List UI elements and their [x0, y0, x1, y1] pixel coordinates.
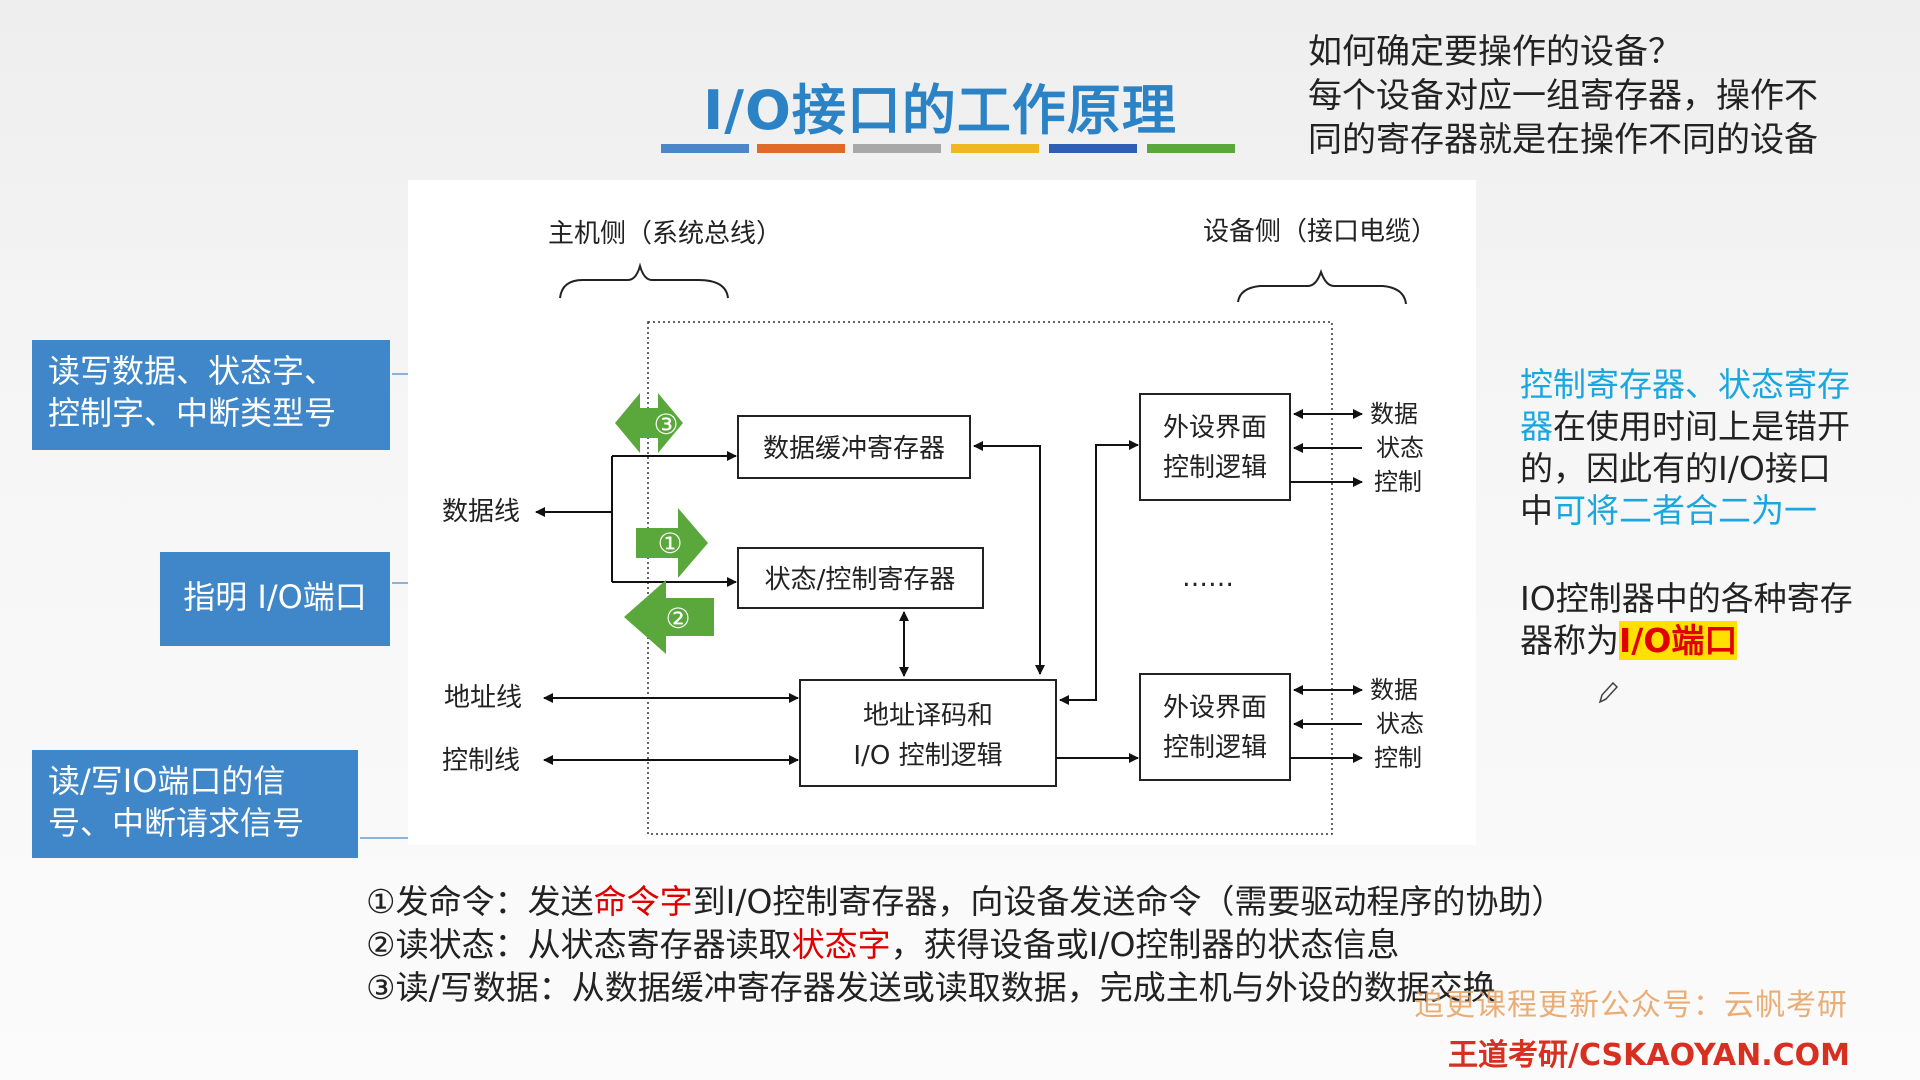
address-decoder-box: [799, 679, 1057, 787]
step-2-a: ②读状态：从状态寄存器读取: [366, 925, 792, 964]
control-line-label: 控制线: [442, 746, 520, 776]
step-2-b: ，获得设备或I/O控制器的状态信息: [890, 925, 1400, 964]
step-2-left-arrow: ②: [624, 580, 714, 654]
step-1-b: 到I/O控制寄存器，向设备发送命令（需要驱动程序的协助）: [692, 882, 1565, 921]
p1-status-label: 状态: [1376, 434, 1424, 462]
callout-control-line-1: 读/写IO端口的信: [48, 762, 286, 800]
interface-boundary: [647, 321, 1333, 835]
ellipsis: ……: [1182, 563, 1234, 593]
decoder-to-peripheral-1: [1059, 440, 1139, 705]
peripheral-logic-2-label-2: 控制逻辑: [1163, 733, 1267, 763]
p2-control-label: 控制: [1374, 744, 1422, 772]
question-text: 如何确定要操作的设备？ 每个设备对应一组寄存器，操作不 同的寄存器就是在操作不同…: [1308, 30, 1908, 162]
data-line-label: 数据线: [442, 497, 520, 527]
peripheral-logic-1-label-1: 外设界面: [1163, 413, 1267, 443]
host-brace: [559, 262, 729, 299]
side-note-black-3: 中: [1520, 491, 1553, 530]
device-side-label: 设备侧（接口电缆）: [1203, 217, 1437, 247]
device-brace: [1237, 269, 1407, 305]
title-bar-1: [661, 144, 749, 153]
step-3-arrow-shape: [615, 393, 683, 453]
host-side-label: 主机侧（系统总线）: [548, 219, 782, 249]
address-decoder-label-2: I/O 控制逻辑: [853, 741, 1002, 771]
callout-control-line: 读/写IO端口的信 号、中断请求信号: [32, 750, 358, 858]
step-1-a: ①发命令：发送: [366, 882, 594, 921]
step-3-double-arrow: ③: [615, 393, 683, 453]
p2-data-label: 数据: [1370, 676, 1418, 704]
step-1-right-arrow: ①: [636, 508, 708, 578]
title-bar-2: [757, 144, 845, 153]
step-2-red: 状态字: [791, 925, 891, 964]
side-note-cyan-2: 器: [1520, 407, 1553, 446]
watermark-text: 追更课程更新公众号：云帆考研: [1414, 988, 1848, 1023]
p1-control-label: 控制: [1374, 468, 1422, 496]
side-note-line-4: 中可将二者合二为一: [1520, 490, 1920, 532]
callout-address-text: 指明 I/O端口: [183, 578, 367, 616]
io-port-highlight: I/O端口: [1619, 621, 1738, 660]
io-interface-diagram: 主机侧（系统总线） 设备侧（接口电缆） 数据缓冲寄存器 状态/控制寄存器 地址译…: [442, 217, 1437, 835]
side-note-black-1: 在使用时间上是错开: [1553, 407, 1850, 446]
step-3-text: ③读/写数据：从数据缓冲寄存器发送或读取数据，完成主机与外设的数据交换: [366, 968, 1496, 1007]
side-note-line-3: 的，因此有的I/O接口: [1520, 449, 1831, 488]
side-note-merge: 控制寄存器、状态寄存 器在使用时间上是错开 的，因此有的I/O接口 中可将二者合…: [1520, 364, 1920, 532]
status-control-register-label: 状态/控制寄存器: [765, 565, 956, 595]
callout-address-line: 指明 I/O端口: [160, 552, 390, 646]
title-bar-4: [951, 144, 1039, 153]
question-line-2: 每个设备对应一组寄存器，操作不: [1308, 76, 1818, 116]
peripheral-logic-box-1: [1139, 393, 1291, 501]
callout-data-line-2: 控制字、中断类型号: [48, 394, 337, 432]
side-note-io-prefix: 器称为: [1520, 621, 1619, 660]
title-bar-6: [1147, 144, 1235, 153]
side-note-io-line-1: IO控制器中的各种寄存: [1520, 579, 1853, 618]
side-note-cyan-3: 可将二者合二为一: [1553, 491, 1817, 530]
step-1-number: ①: [657, 527, 682, 560]
side-note-cyan-1: 控制寄存器、状态寄存: [1520, 365, 1850, 404]
steps-list: ①发命令：发送命令字到I/O控制寄存器，向设备发送命令（需要驱动程序的协助） ②…: [366, 880, 1686, 1009]
callout-data-line: 读写数据、状态字、 控制字、中断类型号: [32, 340, 390, 450]
buffer-decoder-path: [973, 441, 1045, 675]
callout-control-line-2: 号、中断请求信号: [48, 804, 305, 842]
peripheral-logic-2-label-1: 外设界面: [1163, 693, 1267, 723]
side-note-line-1: 控制寄存器、状态寄存: [1520, 364, 1920, 406]
question-line-1: 如何确定要操作的设备？: [1308, 32, 1682, 72]
slide-title: I/O接口的工作原理: [703, 79, 1177, 142]
address-decoder-label-1: 地址译码和: [863, 701, 993, 731]
data-buffer-register-label: 数据缓冲寄存器: [763, 434, 945, 464]
address-line-label: 地址线: [444, 683, 522, 713]
step-2-number: ②: [665, 602, 690, 635]
peripheral-logic-box-2: [1139, 673, 1291, 781]
pen-cursor-icon: [1598, 681, 1619, 704]
p2-status-label: 状态: [1376, 710, 1424, 738]
status-control-register-box: [737, 547, 984, 609]
side-note-io-line-2: 器称为I/O端口: [1520, 620, 1920, 662]
diagram-panel: 主机侧（系统总线） 设备侧（接口电缆） 数据缓冲寄存器 状态/控制寄存器 地址译…: [408, 180, 1476, 845]
step-2-text: ②读状态：从状态寄存器读取状态字，获得设备或I/O控制器的状态信息: [366, 923, 1686, 966]
data-buffer-register-box: [737, 415, 971, 479]
side-note-line-2: 器在使用时间上是错开: [1520, 406, 1920, 448]
step-1-red: 命令字: [593, 882, 693, 921]
side-note-io-port: IO控制器中的各种寄存 器称为I/O端口: [1520, 578, 1920, 662]
step-3-number: ③: [653, 408, 678, 441]
callout-data-line-1: 读写数据、状态字、: [48, 352, 337, 390]
question-line-3: 同的寄存器就是在操作不同的设备: [1308, 120, 1818, 160]
step-1-text: ①发命令：发送命令字到I/O控制寄存器，向设备发送命令（需要驱动程序的协助）: [366, 880, 1686, 923]
p1-data-label: 数据: [1370, 400, 1418, 428]
site-footer: 王道考研/CSKAOYAN.COM: [1448, 1038, 1850, 1073]
title-bar-5: [1049, 144, 1137, 153]
title-bar-3: [853, 144, 941, 153]
step-1-arrow-shape: [636, 508, 708, 578]
step-2-arrow-shape: [624, 580, 714, 654]
peripheral-logic-1-label-2: 控制逻辑: [1163, 453, 1267, 483]
